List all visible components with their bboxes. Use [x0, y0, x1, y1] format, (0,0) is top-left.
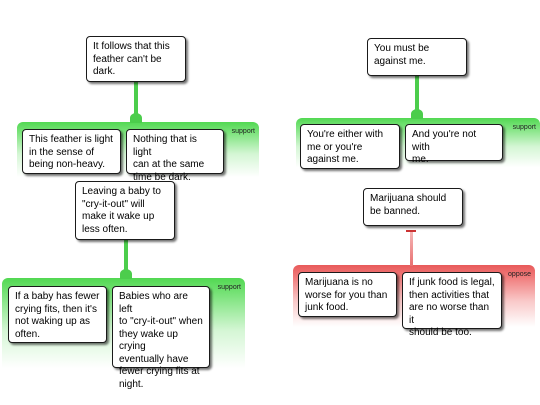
- claim-node[interactable]: It follows that this feather can't be da…: [86, 36, 186, 82]
- node-line: "cry-it-out" will: [82, 198, 145, 210]
- node-line: against me.: [374, 55, 426, 67]
- node-line: fewer crying fits at: [119, 366, 200, 377]
- band-label: support: [231, 128, 255, 135]
- node-line: against me.: [307, 154, 359, 165]
- node-line: they wake up crying: [119, 328, 178, 353]
- premise-node[interactable]: Nothing that is light can at the same ti…: [126, 129, 224, 183]
- node-line: dark.: [93, 66, 116, 77]
- node-line: time be dark.: [133, 171, 191, 183]
- node-line: me or you're: [307, 141, 363, 153]
- node-line: to "cry-it-out" when: [119, 316, 203, 327]
- claim-node[interactable]: Marijuana should be banned.: [363, 188, 463, 226]
- premise-node[interactable]: You're either with me or you're against …: [300, 124, 400, 169]
- node-line: If junk food is legal,: [409, 277, 495, 288]
- claim-node[interactable]: You must be against me.: [367, 38, 467, 76]
- node-line: make it wake up: [82, 211, 155, 222]
- premise-node[interactable]: If junk food is legal, then activities t…: [402, 272, 502, 338]
- support-connector: [130, 80, 142, 123]
- band-label: support: [512, 124, 536, 131]
- node-line: And you're not with: [412, 129, 477, 153]
- premise-node[interactable]: This feather is light in the sense of be…: [22, 129, 121, 174]
- node-line: me.: [412, 154, 429, 165]
- node-line: feather can't be: [93, 53, 162, 65]
- node-line: This feather is light: [29, 134, 113, 145]
- claim-node[interactable]: Leaving a baby to "cry-it-out" will make…: [75, 181, 175, 240]
- node-line: are no worse than it: [409, 302, 490, 326]
- node-line: often.: [15, 328, 41, 340]
- node-line: night.: [119, 378, 144, 390]
- node-line: Nothing that is light: [133, 134, 197, 158]
- node-line: in the sense of: [29, 146, 95, 158]
- support-connector: [411, 74, 423, 119]
- node-line: then activities that: [409, 289, 490, 301]
- node-line: If a baby has fewer: [15, 291, 100, 302]
- node-line: not waking up as: [15, 316, 91, 327]
- node-line: be banned.: [370, 205, 421, 217]
- node-line: being non-heavy.: [29, 159, 105, 170]
- node-line: You're either with: [307, 129, 384, 140]
- node-line: It follows that this: [93, 41, 170, 52]
- band-label: oppose: [508, 271, 531, 278]
- node-line: junk food.: [305, 302, 349, 313]
- support-connector: [120, 239, 132, 279]
- node-line: You must be: [374, 43, 430, 54]
- premise-node[interactable]: If a baby has fewer crying fits, then it…: [8, 286, 107, 343]
- premise-node[interactable]: And you're not with me.: [405, 124, 503, 165]
- node-line: eventually have: [119, 353, 189, 365]
- node-line: can at the same: [133, 159, 205, 170]
- premise-node[interactable]: Babies who are left to "cry-it-out" when…: [112, 286, 210, 390]
- node-line: Marijuana should: [370, 193, 447, 204]
- node-line: less often.: [82, 223, 128, 235]
- node-line: Marijuana is no: [305, 277, 373, 288]
- node-line: Leaving a baby to: [82, 186, 161, 197]
- band-label: support: [217, 284, 241, 291]
- oppose-connector: [406, 230, 416, 266]
- premise-node[interactable]: Marijuana is no worse for you than junk …: [298, 272, 397, 317]
- node-line: crying fits, then it's: [15, 303, 97, 315]
- node-line: Babies who are left: [119, 291, 188, 315]
- node-line: should be too.: [409, 327, 472, 338]
- node-line: worse for you than: [305, 289, 388, 301]
